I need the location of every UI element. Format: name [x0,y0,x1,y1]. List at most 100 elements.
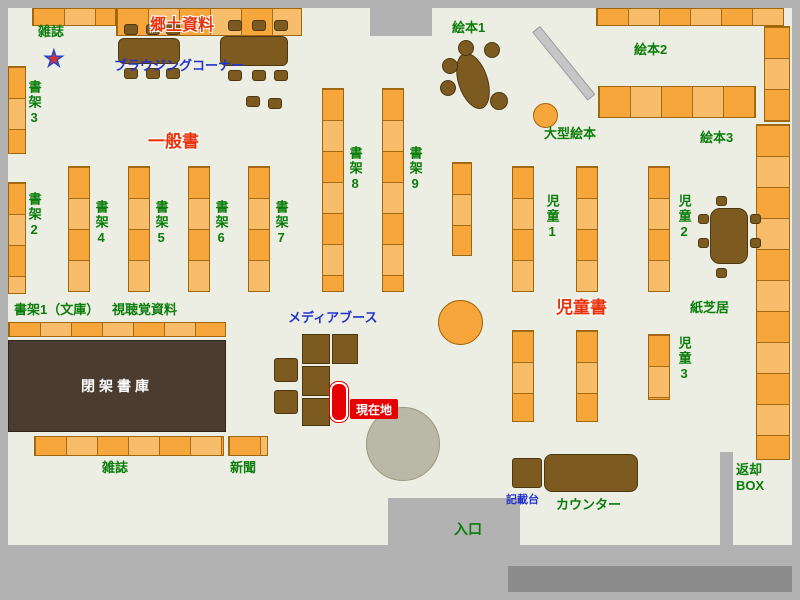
shelf-shoka2 [8,182,26,294]
entrance-vestibule [388,498,520,545]
label-shoka8: 書架8 [347,146,363,193]
closed-stacks-room: 閉架書庫 [8,340,226,432]
chair [274,358,298,382]
chair [698,214,709,224]
label-children-books: 児童書 [556,298,607,317]
chair [124,68,138,79]
chair [166,24,180,35]
shelf-magazines-top [32,8,116,26]
shelf-right-wall [756,124,790,460]
counter-desk [544,454,638,492]
chair [252,70,266,81]
label-shoka5: 書架5 [153,200,169,247]
media-booth-carrel [332,334,358,364]
chair [246,96,260,107]
shelf-jido1-a [512,166,534,292]
closed-stacks-label: 閉架書庫 [81,378,153,394]
shelf-top-right [596,8,784,26]
shelf-jido1-b [576,166,598,292]
chair [750,238,761,248]
label-counter: カウンター [556,497,622,512]
shelf-jido3 [648,334,670,400]
chair [252,20,266,31]
label-magazines-bottom: 雑誌 [102,460,129,475]
label-newspaper: 新聞 [230,460,257,475]
label-ogata-ehon: 大型絵本 [544,126,597,141]
wall-pillar-top [370,8,432,36]
pillar-circle [366,407,440,481]
stool [442,58,458,74]
label-audiovisual: 視聴覚資料 [112,302,178,317]
chair [698,238,709,248]
label-shoka3: 書架3 [26,80,42,127]
shelf-jido-lower-b [576,330,598,422]
shelf-shoka8 [322,88,344,292]
label-local-materials: 郷土資料 [150,17,215,34]
browsing-table [118,38,180,64]
chair [274,70,288,81]
shelf-shoka9 [382,88,404,292]
shelf-bunko-av [8,322,226,337]
label-magazines-top: 雑誌 [38,24,65,39]
chair [228,20,242,31]
label-shoka4: 書架4 [93,200,109,247]
writing-stand [512,458,542,488]
chair [716,268,727,278]
stool [490,92,508,110]
shelf-shoka6 [188,166,210,292]
chair [146,68,160,79]
chair [268,98,282,109]
label-ehon3: 絵本3 [700,130,734,145]
shelf-ehon2 [598,86,756,118]
star-icon: ★ [43,46,64,71]
chair [124,24,138,35]
label-ehon2: 絵本2 [634,42,668,57]
label-shoka7: 書架7 [273,200,289,247]
label-jido1: 児童1 [544,194,560,241]
label-kamishibai: 紙芝居 [690,300,730,315]
shelf-av-rack [452,162,472,256]
shelf-shoka4 [68,166,90,292]
shelf-magazines-bottom [34,436,224,456]
label-shoka2: 書架2 [26,192,42,239]
label-ehon1: 絵本1 [452,20,486,35]
label-browsing-corner: ブラウジングコーナー [114,58,245,73]
shelf-shoka5 [128,166,150,292]
browsing-table [220,36,288,66]
chair [716,196,727,206]
shelf-jido-lower-a [512,330,534,422]
label-media-booth: メディアブース [288,310,378,325]
chair [750,214,761,224]
shelf-jido2 [648,166,670,292]
stool [458,40,474,56]
chair [228,70,242,81]
label-writing-stand: 記載台 [506,494,539,506]
media-booth-carrel [302,334,330,364]
bottom-wall [508,566,792,592]
stool [484,42,500,58]
label-jido3: 児童3 [676,336,692,383]
shelf-newspaper [228,436,268,456]
current-location-badge: 現在地 [350,399,398,419]
label-general-books: 一般書 [148,132,199,151]
label-shoka9: 書架9 [407,146,423,193]
label-jido2: 児童2 [676,194,692,241]
current-location-marker [330,382,348,422]
label-shoka6: 書架6 [213,200,229,247]
shelf-right-corner [764,26,790,122]
media-booth-carrel [302,398,330,426]
reading-table [710,208,748,264]
chair [274,390,298,414]
stool [440,80,456,96]
chair [274,20,288,31]
label-shoka1-bunko: 書架1（文庫） [14,302,100,317]
shelf-shoka3 [8,66,26,154]
chair [146,24,160,35]
round-table [438,300,483,345]
label-entrance: 入口 [454,521,482,537]
chair [166,68,180,79]
shelf-ogata-ehon-round [533,103,558,128]
media-booth-carrel [302,366,330,396]
shelf-shoka7 [248,166,270,292]
